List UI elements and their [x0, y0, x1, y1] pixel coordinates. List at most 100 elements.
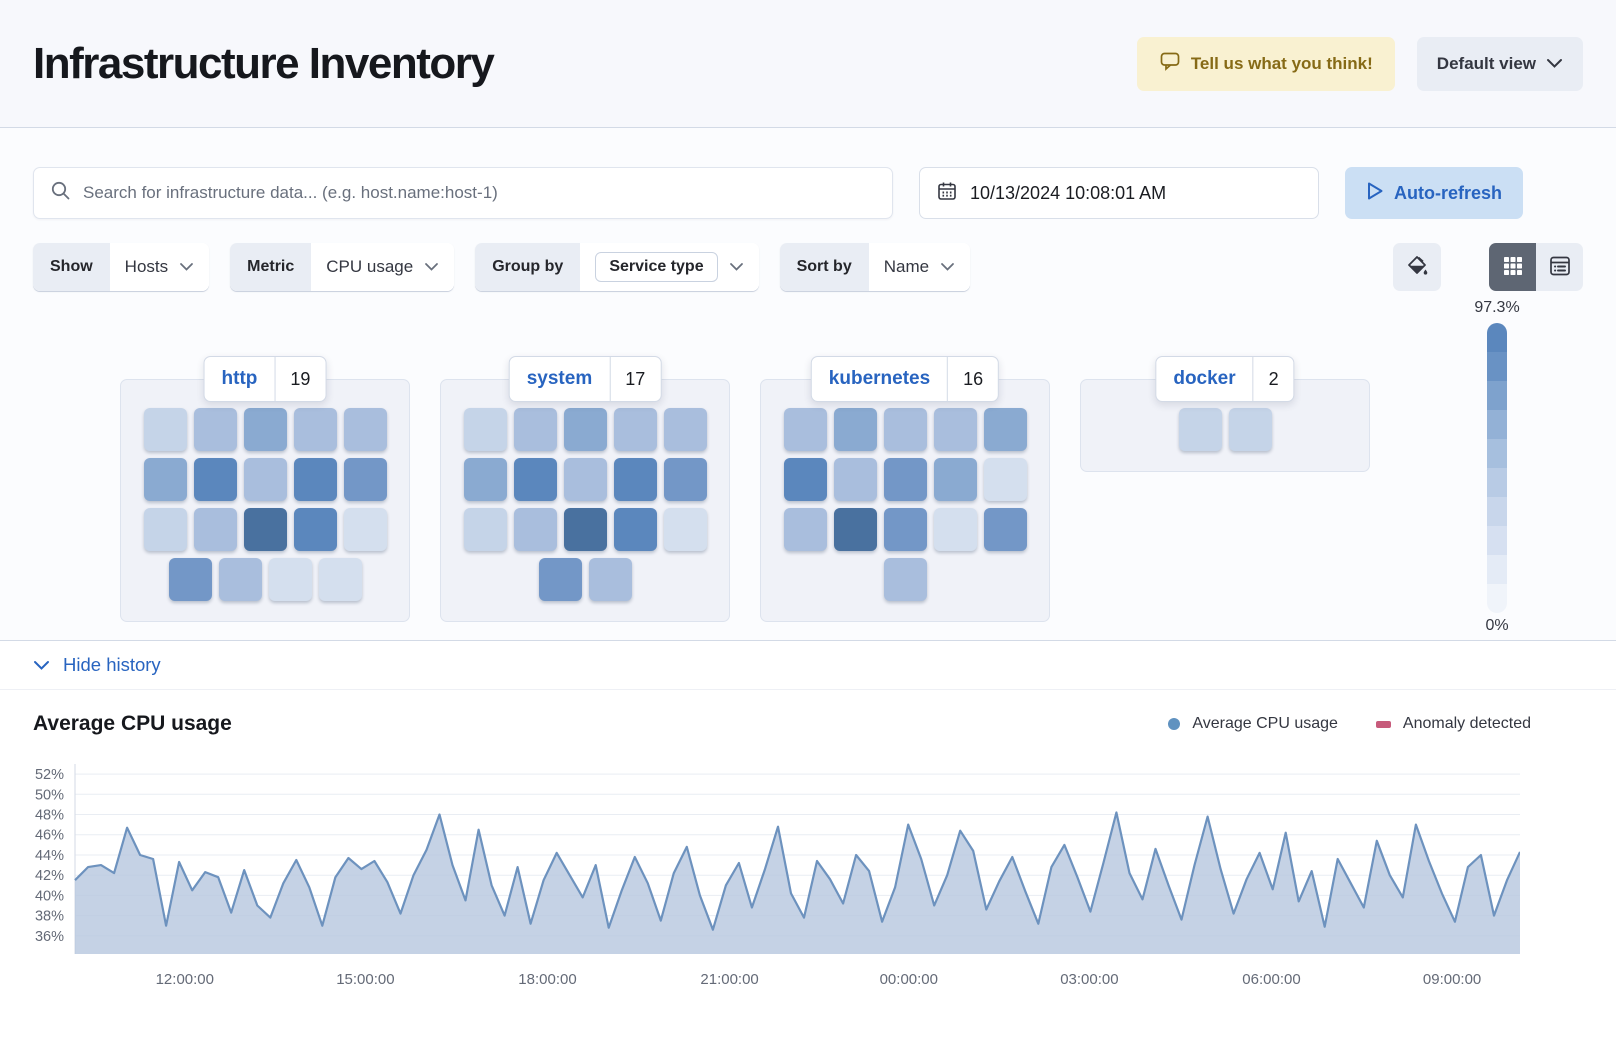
search-icon — [50, 180, 71, 206]
table-view-button[interactable] — [1536, 243, 1583, 291]
host-node[interactable] — [563, 508, 607, 551]
search-input[interactable] — [83, 183, 876, 203]
host-node[interactable] — [293, 408, 337, 451]
sort-by-control: Sort by Name — [779, 243, 971, 291]
host-node[interactable] — [343, 408, 387, 451]
host-node[interactable] — [563, 408, 607, 451]
host-node[interactable] — [463, 408, 507, 451]
chevron-down-icon — [729, 263, 743, 271]
host-node[interactable] — [933, 408, 977, 451]
legend-anomaly-swatch-icon — [1375, 720, 1391, 728]
host-node[interactable] — [663, 508, 707, 551]
host-node[interactable] — [293, 508, 337, 551]
sort-by-dropdown[interactable]: Name — [868, 243, 971, 291]
host-node[interactable] — [193, 458, 237, 501]
host-node[interactable] — [983, 508, 1027, 551]
host-node[interactable] — [783, 458, 827, 501]
grid-view-button[interactable] — [1489, 243, 1536, 291]
host-node[interactable] — [143, 408, 187, 451]
paint-fill-icon — [1404, 253, 1430, 282]
host-node[interactable] — [833, 458, 877, 501]
x-axis-tick-label: 06:00:00 — [1242, 971, 1300, 988]
host-grid-row — [463, 408, 707, 451]
host-node[interactable] — [833, 508, 877, 551]
host-node[interactable] — [783, 408, 827, 451]
show-dropdown[interactable]: Hosts — [109, 243, 210, 291]
host-node[interactable] — [513, 408, 557, 451]
host-node[interactable] — [933, 458, 977, 501]
host-grid-row — [783, 508, 1027, 551]
host-node[interactable] — [513, 458, 557, 501]
date-picker-button[interactable]: 10/13/2024 10:08:01 AM — [919, 167, 1319, 219]
host-node[interactable] — [243, 408, 287, 451]
host-node[interactable] — [588, 558, 632, 601]
host-node[interactable] — [883, 458, 927, 501]
host-node[interactable] — [933, 508, 977, 551]
scale-step — [1487, 497, 1507, 526]
host-node[interactable] — [513, 508, 557, 551]
host-grid — [451, 408, 719, 601]
host-node[interactable] — [883, 508, 927, 551]
host-node[interactable] — [783, 508, 827, 551]
host-node[interactable] — [193, 408, 237, 451]
legend-options-button[interactable] — [1393, 243, 1441, 291]
group-count: 19 — [290, 368, 311, 389]
auto-refresh-button[interactable]: Auto-refresh — [1345, 167, 1523, 219]
comment-icon — [1159, 50, 1181, 77]
host-node[interactable] — [563, 458, 607, 501]
hide-history-toggle[interactable]: Hide history — [0, 640, 1616, 690]
host-node[interactable] — [663, 408, 707, 451]
host-node[interactable] — [983, 408, 1027, 451]
host-node[interactable] — [833, 408, 877, 451]
hide-history-label: Hide history — [63, 654, 161, 675]
feedback-button[interactable]: Tell us what you think! — [1136, 36, 1395, 91]
group-name-link[interactable]: http — [221, 368, 258, 389]
host-grid-row — [463, 508, 707, 551]
host-node[interactable] — [168, 558, 212, 601]
host-node[interactable] — [318, 558, 362, 601]
host-node[interactable] — [193, 508, 237, 551]
host-node[interactable] — [663, 458, 707, 501]
host-node[interactable] — [243, 508, 287, 551]
host-node[interactable] — [1228, 408, 1272, 451]
date-picker-value: 10/13/2024 10:08:01 AM — [970, 182, 1167, 203]
host-node[interactable] — [463, 458, 507, 501]
group-name-link[interactable]: kubernetes — [828, 368, 931, 389]
host-node[interactable] — [1178, 408, 1222, 451]
x-axis-tick-label: 09:00:00 — [1423, 971, 1481, 988]
host-node[interactable] — [538, 558, 582, 601]
metric-dropdown[interactable]: CPU usage — [311, 243, 455, 291]
host-node[interactable] — [293, 458, 337, 501]
auto-refresh-label: Auto-refresh — [1393, 182, 1502, 203]
host-node[interactable] — [343, 458, 387, 501]
host-node[interactable] — [143, 508, 187, 551]
group-by-chip[interactable]: Service type — [595, 252, 718, 282]
scale-step — [1487, 555, 1507, 584]
host-node[interactable] — [613, 458, 657, 501]
host-node[interactable] — [883, 408, 927, 451]
group-name-link[interactable]: docker — [1173, 368, 1236, 389]
chart-legend: Average CPU usage Anomaly detected — [1168, 715, 1531, 733]
host-node[interactable] — [983, 458, 1027, 501]
y-axis-tick-label: 38% — [35, 909, 64, 925]
host-node[interactable] — [218, 558, 262, 601]
host-node[interactable] — [613, 408, 657, 451]
host-node[interactable] — [613, 508, 657, 551]
group-name-link[interactable]: system — [526, 368, 593, 389]
x-axis-tick-label: 03:00:00 — [1060, 971, 1118, 988]
host-node[interactable] — [463, 508, 507, 551]
default-view-button[interactable]: Default view — [1416, 36, 1583, 91]
legend-dot-icon — [1168, 718, 1181, 730]
host-node[interactable] — [143, 458, 187, 501]
host-node[interactable] — [268, 558, 312, 601]
x-axis-tick-label: 15:00:00 — [336, 971, 394, 988]
group-by-dropdown[interactable]: Service type — [580, 243, 759, 291]
host-node[interactable] — [243, 458, 287, 501]
x-axis-tick-label: 18:00:00 — [518, 971, 576, 988]
host-node[interactable] — [883, 558, 927, 601]
host-node[interactable] — [343, 508, 387, 551]
